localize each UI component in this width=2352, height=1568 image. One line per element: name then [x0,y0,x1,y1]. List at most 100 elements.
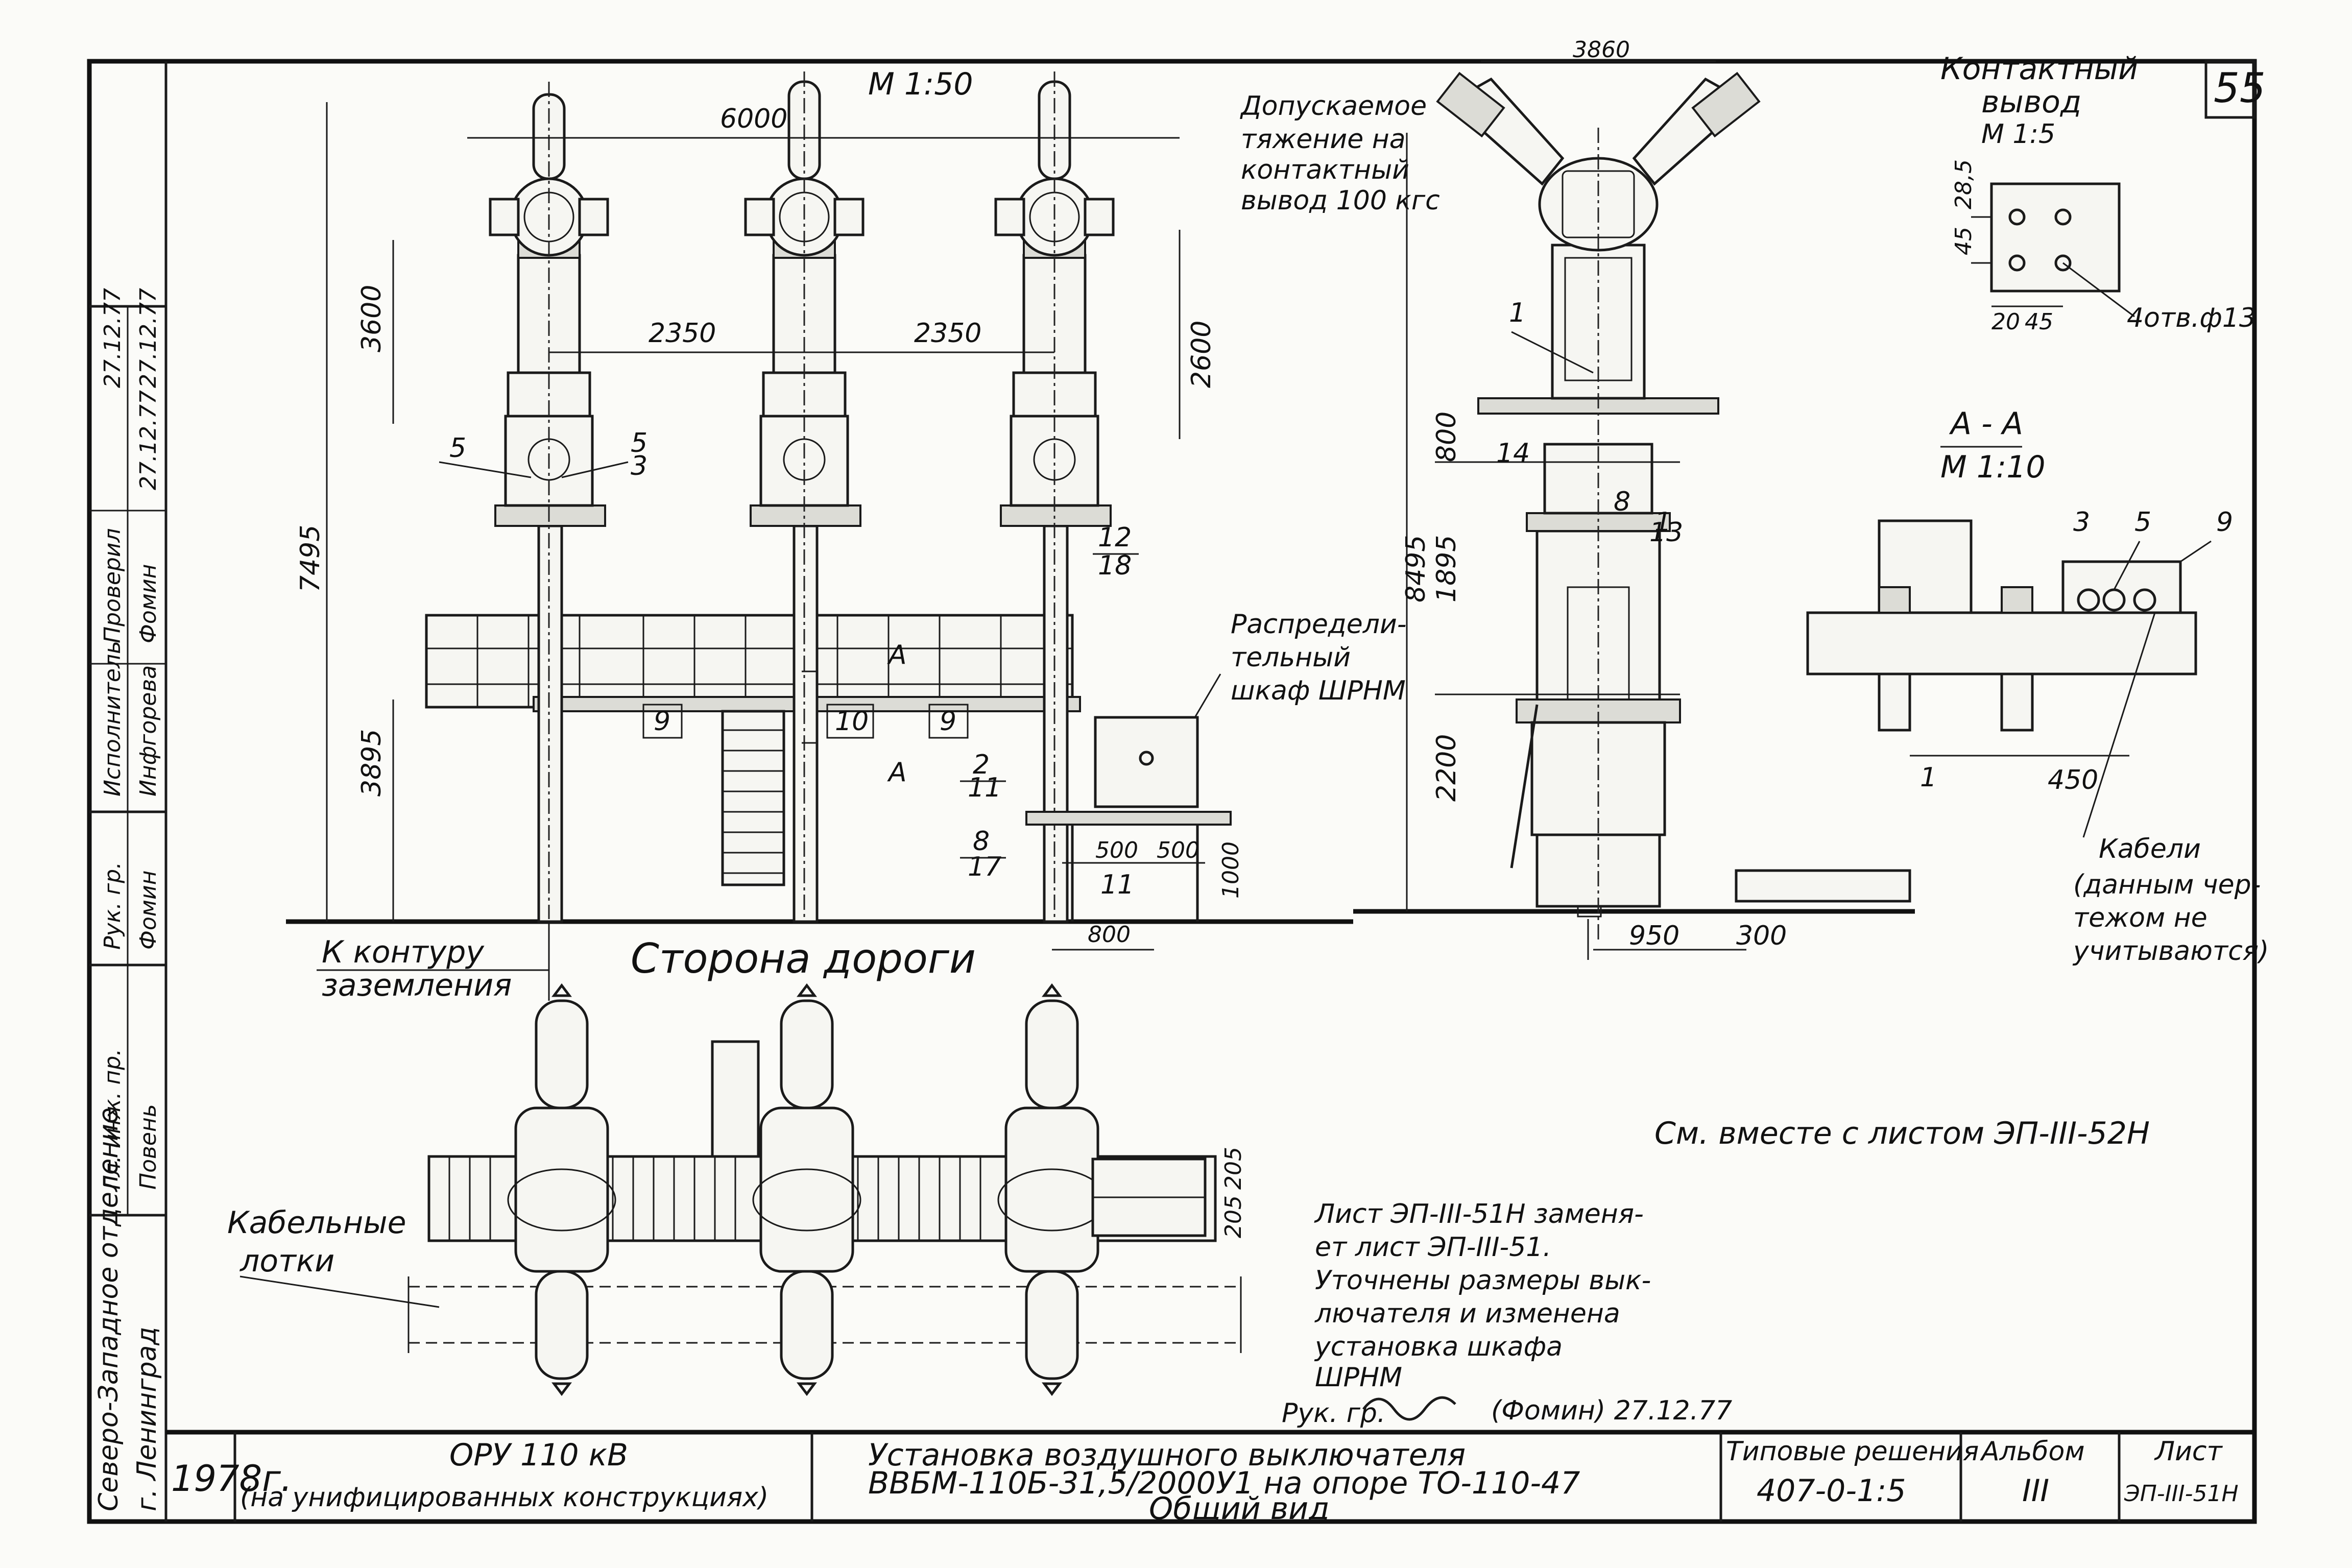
dim-front-2600: 2600 [1186,321,1217,388]
allowed-tension-line-2: контактный [1241,155,1409,185]
callout-side-1: 1 [1509,298,1526,328]
callout-5b: 5 [631,428,647,459]
strip-role-2: Исполнитель [100,641,126,797]
callout-18: 18 [1098,550,1132,581]
tb-object-note: (на унифицированных конструкциях) [240,1482,769,1513]
pole-3 [994,71,1115,923]
plan-pole-2 [752,983,861,1396]
strip-name-0: Повень [135,1104,161,1190]
pole-2 [744,71,865,923]
strip-date-0: 27.12.77 [135,390,161,490]
replacement-note-0: Лист ЭП-III-51Н заменя- [1314,1199,1644,1229]
ground-contour-line-0: К контуру [322,934,485,970]
dim-plan-205b: 205 [1220,1195,1246,1238]
section-aa-scale: М 1:10 [1940,449,2046,485]
allowed-tension-line-3: вывод 100 кгс [1241,185,1440,216]
strip-date-2: 27.12.77 [100,288,126,388]
dim-side-300: 300 [1736,921,1787,951]
tb-title-1: ВВБМ-110Б-31,5/2000У1 на опоре ТО-110-47 [868,1465,1580,1501]
callout-side-8: 8 [1614,487,1630,517]
dim-side-1895: 1895 [1431,535,1462,602]
strip-name-3: Фомин [135,564,161,643]
tb-title-2: Общий вид [1149,1491,1330,1527]
allowed-tension-line-0: Допускаемое [1240,91,1427,122]
pole-1 [489,82,609,923]
callout-2: 2 [973,750,990,780]
section-aa-dim-450: 450 [2048,765,2098,795]
contact-holes: 4отв.ф13 [2127,303,2256,333]
dim-side-2200: 2200 [1431,734,1462,802]
allowed-tension-line-1: тяжение на [1241,124,1406,155]
tb-year: 1978г. [171,1458,292,1500]
front-elevation: 6000 3600 2350 2350 2600 7495 3895 500 5… [286,71,1440,1001]
plan-pole-3 [997,983,1107,1396]
section-aa-detail: А - А М 1:10 450 3 5 9 1 [1806,406,2233,795]
title-block: 1978г. ОРУ 110 кВ (на унифицированных ко… [166,1430,2254,1527]
tb-sheet-label: Лист [2154,1436,2223,1467]
cables-note-2: тежом не [2073,903,2207,933]
dim-side-8495: 8495 [1401,535,1431,602]
callout-12: 12 [1098,522,1132,553]
dim-front-6000: 6000 [720,104,787,134]
dim-front-3895: 3895 [356,729,387,797]
replacement-note-3: лючателя и изменена [1314,1298,1620,1329]
road-side-label: Сторона дороги [631,935,976,982]
cabinet-label-0: Распредели- [1231,609,1407,640]
main-scale: М 1:50 [868,66,973,102]
cables-note-0: Кабели [2099,834,2201,864]
cables-note-3: учитываются) [2072,936,2269,967]
section-aa-label-1: 1 [1920,762,1937,793]
replacement-note-5: ШРНМ [1315,1362,1402,1393]
section-mark-a-top: А [887,640,907,670]
plan-view: 205 205 Кабельные лотки [227,983,1246,1396]
cable-trays-0: Кабельные [227,1205,406,1241]
callout-10: 10 [835,706,869,737]
strip-name-1: Фомин [135,871,161,950]
strip-role-1: Рук. гр. [100,862,126,950]
callout-11a: 11 [968,773,1001,803]
cables-note: Кабели (данным чер- тежом не учитываются… [2072,612,2269,967]
callout-side-13: 13 [1649,517,1683,548]
replacement-note-4: установка шкафа [1314,1332,1563,1362]
section-aa-title: А - А [1949,406,2023,442]
cabinet-label-1: тельный [1231,642,1351,673]
contact-dim-20: 20 [1991,309,2020,335]
tb-standard-label: Типовые решения [1726,1436,1979,1467]
tb-sheet-value: ЭП-III-51Н [2124,1481,2239,1507]
signature-name: (Фомин) 27.12.77 [1491,1395,1732,1426]
cable-trays-1: лотки [239,1243,334,1279]
strip-org: Северо-Западное отделение [93,1107,124,1511]
strip-role-3: Проверил [100,528,126,643]
sheet-number: 55 [2214,64,2266,112]
tb-standard-value: 407-0-1:5 [1757,1473,1906,1509]
dim-front-500b: 500 [1157,837,1199,863]
callout-3: 3 [631,451,647,481]
tb-album-label: Альбом [1980,1436,2085,1467]
callout-side-14: 14 [1496,438,1530,469]
callout-9a: 9 [654,706,670,737]
contact-dim-45v: 45 [1951,227,1977,255]
sheet-frame [87,59,2257,1524]
dim-front-1000: 1000 [1218,841,1244,899]
callout-11b: 11 [1100,870,1134,900]
contact-scale: М 1:5 [1981,119,2055,150]
contact-terminal-detail: Контактный вывод М 1:5 45 28,5 20 45 4от… [1940,51,2256,335]
section-mark-a-bottom: А [887,757,907,788]
replacement-note-1: ет лист ЭП-III-51. [1315,1232,1551,1263]
contact-title-0: Контактный [1940,51,2138,87]
see-also-note: См. вместе с листом ЭП-III-52Н [1654,1116,2150,1151]
contact-dim-45h: 45 [2025,309,2053,335]
contact-dim-28-5: 28,5 [1951,159,1977,209]
cabinet-label-2: шкаф ШРНМ [1231,676,1406,706]
section-aa-label-5: 5 [2134,507,2151,538]
dim-front-7495: 7495 [295,525,326,592]
dim-plan-205a: 205 [1220,1147,1246,1190]
sheet-number-box [2204,60,2256,119]
section-aa-label-9: 9 [2216,507,2233,538]
strip-date-1: 27.12.77 [135,288,161,388]
dim-side-800: 800 [1431,412,1462,462]
dim-front-800: 800 [1088,922,1131,948]
side-elevation: 3860 800 1895 8495 2200 950 300 1 14 8 1… [1353,37,1915,960]
